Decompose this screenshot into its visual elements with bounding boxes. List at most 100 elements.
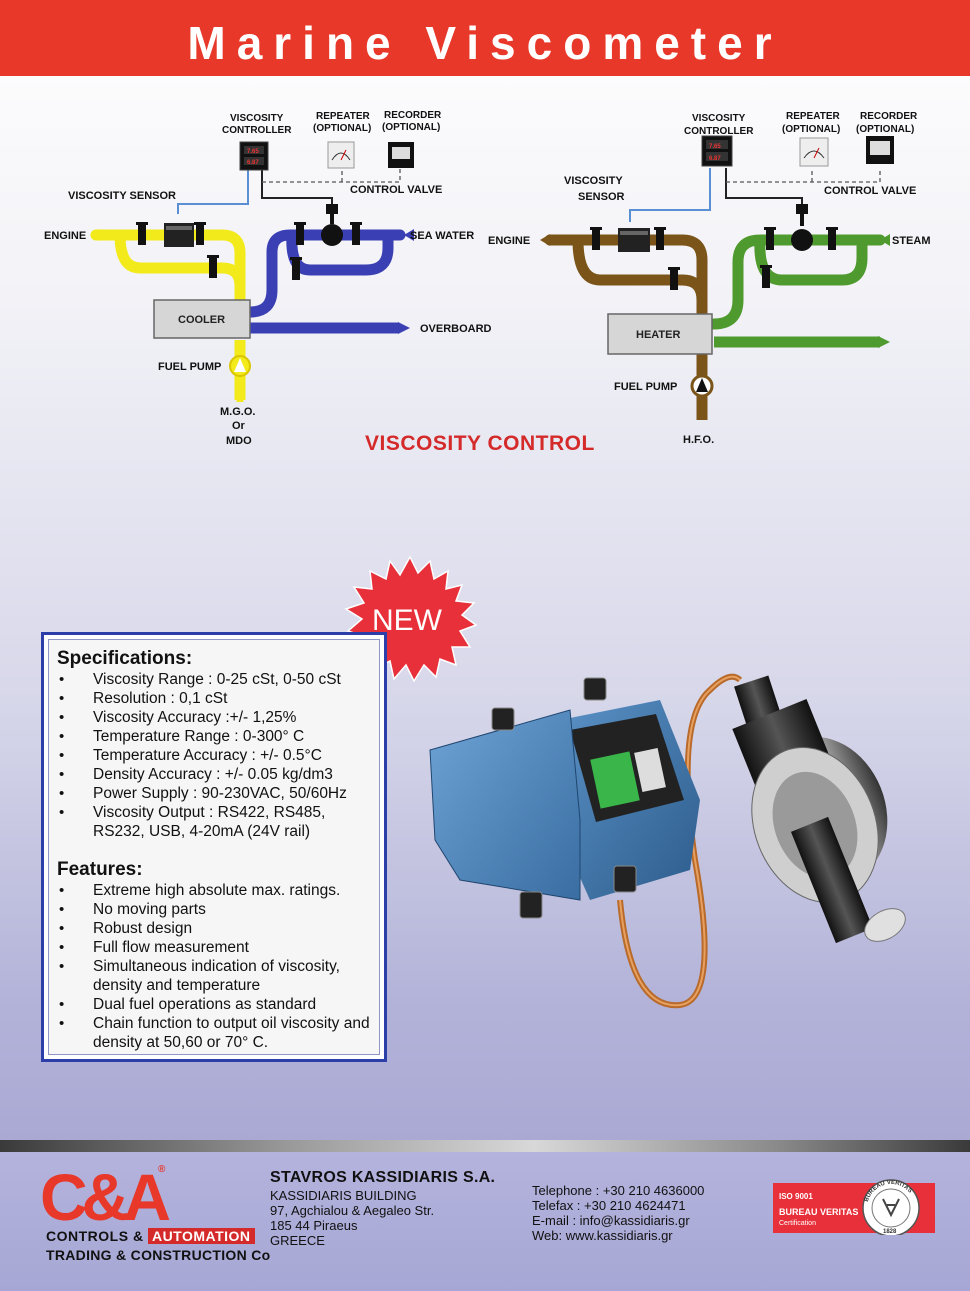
svg-text:RECORDER: RECORDER <box>860 111 918 122</box>
feature-item: Simultaneous indication of viscosity, de… <box>57 957 371 995</box>
svg-text:STEAM: STEAM <box>892 235 931 247</box>
company-name: STAVROS KASSIDIARIS S.A. <box>270 1169 496 1186</box>
svg-text:SEA WATER: SEA WATER <box>410 230 474 242</box>
address-line: KASSIDIARIS BUILDING <box>270 1188 417 1203</box>
heater-box <box>607 313 713 355</box>
logo-mark: C&A <box>40 1160 169 1230</box>
cert-bv: BUREAU VERITAS <box>779 1207 858 1217</box>
spec-item: Temperature Accuracy : +/- 0.5°C <box>57 746 371 765</box>
spec-item: Viscosity Range : 0-25 cSt, 0-50 cSt <box>57 670 371 689</box>
spec-panel-inner: Specifications: Viscosity Range : 0-25 c… <box>48 639 380 1055</box>
specifications-list: Viscosity Range : 0-25 cSt, 0-50 cSt Res… <box>57 670 371 841</box>
page-title: Marine Viscometer <box>187 17 783 69</box>
svg-text:VISCOSITY: VISCOSITY <box>230 113 284 124</box>
svg-text:MDO: MDO <box>226 435 252 447</box>
svg-text:FUEL PUMP: FUEL PUMP <box>158 361 221 373</box>
logo-automation: AUTOMATION <box>147 1228 255 1244</box>
cooler-box <box>153 299 251 339</box>
website: Web: www.kassidiaris.gr <box>532 1228 673 1243</box>
logo-tagline-2: TRADING & CONSTRUCTION Co <box>46 1247 271 1263</box>
svg-text:FUEL PUMP: FUEL PUMP <box>614 381 677 393</box>
spec-item: Temperature Range : 0-300° C <box>57 727 371 746</box>
feature-item: Dual fuel operations as standard <box>57 995 371 1014</box>
feature-item: Full flow measurement <box>57 938 371 957</box>
features-title: Features: <box>57 859 143 880</box>
svg-text:(OPTIONAL): (OPTIONAL) <box>782 124 840 135</box>
address-line: 185 44 Piraeus <box>270 1218 358 1233</box>
svg-text:CONTROLLER: CONTROLLER <box>684 126 754 137</box>
logo-tagline-1: CONTROLS & AUTOMATION <box>46 1228 255 1244</box>
product-image <box>429 673 906 1009</box>
logo-registered: ® <box>158 1164 166 1175</box>
telephone: Telephone : +30 210 4636000 <box>532 1183 705 1198</box>
svg-text:Or: Or <box>232 420 246 432</box>
svg-text:H.F.O.: H.F.O. <box>683 434 714 446</box>
footer-divider <box>0 1140 970 1152</box>
svg-text:REPEATER: REPEATER <box>786 111 840 122</box>
new-badge-text: NEW <box>372 604 443 637</box>
svg-text:CONTROLLER: CONTROLLER <box>222 125 292 136</box>
company-info: STAVROS KASSIDIARIS S.A. KASSIDIARIS BUI… <box>270 1168 495 1248</box>
yellow-pipe <box>90 229 246 306</box>
viscosity-diagrams: COOLER 7.65 6.87 VISCOSITY CONTROLLER RE… <box>44 110 931 447</box>
email: E-mail : info@kassidiaris.gr <box>532 1213 690 1228</box>
junction-box-lid <box>429 709 581 901</box>
svg-text:6.87: 6.87 <box>247 160 259 166</box>
svg-text:SENSOR: SENSOR <box>578 191 625 203</box>
svg-text:M.G.O.: M.G.O. <box>220 406 255 418</box>
diagram-right: HEATER 7.65 6.87 VISCOSITY CONTROLLER RE… <box>488 111 931 446</box>
feature-item: Extreme high absolute max. ratings. <box>57 881 371 900</box>
feature-item: Robust design <box>57 919 371 938</box>
svg-text:VISCOSITY: VISCOSITY <box>564 175 623 187</box>
repeater-left <box>327 141 355 169</box>
iso-certification-badge: ISO 9001 BUREAU VERITAS Certification BU… <box>773 1179 935 1235</box>
signal-line-sensor-right <box>629 168 711 222</box>
svg-text:OVERBOARD: OVERBOARD <box>420 323 492 335</box>
signal-line-sensor <box>177 168 249 214</box>
contact-info: Telephone : +30 210 4636000 Telefax : +3… <box>532 1183 704 1243</box>
seal-year: 1828 <box>883 1229 897 1235</box>
spec-item: Viscosity Output : RS422, RS485, RS232, … <box>57 803 371 841</box>
signal-line-valve <box>261 168 333 206</box>
cable-glands <box>491 677 637 919</box>
spec-panel: Specifications: Viscosity Range : 0-25 c… <box>41 632 387 1062</box>
blue-pipe <box>244 229 406 318</box>
svg-text:(OPTIONAL): (OPTIONAL) <box>313 123 371 134</box>
feature-item: No moving parts <box>57 900 371 919</box>
svg-text:RECORDER: RECORDER <box>384 110 442 121</box>
svg-text:CONTROL VALVE: CONTROL VALVE <box>824 185 916 197</box>
specifications-title: Specifications: <box>57 648 193 669</box>
svg-text:VISCOSITY SENSOR: VISCOSITY SENSOR <box>68 190 176 202</box>
diagram-caption: VISCOSITY CONTROL <box>365 432 595 455</box>
heater-label: HEATER <box>636 329 680 341</box>
feature-item: Chain function to output oil viscosity a… <box>57 1014 371 1052</box>
company-logo: C&A ® <box>40 1160 175 1230</box>
brown-pipe <box>544 234 708 324</box>
spec-item: Resolution : 0,1 cSt <box>57 689 371 708</box>
address-line: GREECE <box>270 1233 325 1248</box>
svg-text:(OPTIONAL): (OPTIONAL) <box>382 122 440 133</box>
svg-text:ENGINE: ENGINE <box>488 235 530 247</box>
signal-line-valve-right <box>725 168 803 206</box>
svg-text:(OPTIONAL): (OPTIONAL) <box>856 124 914 135</box>
spec-item: Power Supply : 90-230VAC, 50/60Hz <box>57 784 371 803</box>
svg-text:7.65: 7.65 <box>709 144 721 150</box>
repeater-right <box>799 137 829 167</box>
cert-sub: Certification <box>779 1220 816 1227</box>
signal-line-optional <box>262 168 401 183</box>
address-line: 97, Agchialou & Aegaleo Str. <box>270 1203 435 1218</box>
green-pipe <box>708 234 886 330</box>
svg-text:VISCOSITY: VISCOSITY <box>692 113 746 124</box>
svg-text:REPEATER: REPEATER <box>316 111 370 122</box>
features-list: Extreme high absolute max. ratings. No m… <box>57 881 371 1052</box>
cert-iso: ISO 9001 <box>779 1192 813 1201</box>
diagram-left: COOLER 7.65 6.87 VISCOSITY CONTROLLER RE… <box>44 110 492 447</box>
telefax: Telefax : +30 210 4624471 <box>532 1198 686 1213</box>
svg-text:6.87: 6.87 <box>709 156 721 162</box>
page-header: Marine Viscometer <box>0 0 970 76</box>
svg-text:7.65: 7.65 <box>247 149 259 155</box>
logo-controls: CONTROLS & <box>46 1228 144 1244</box>
spec-item: Density Accuracy : +/- 0.05 kg/dm3 <box>57 765 371 784</box>
spec-item: Viscosity Accuracy :+/- 1,25% <box>57 708 371 727</box>
svg-text:CONTROL VALVE: CONTROL VALVE <box>350 184 442 196</box>
